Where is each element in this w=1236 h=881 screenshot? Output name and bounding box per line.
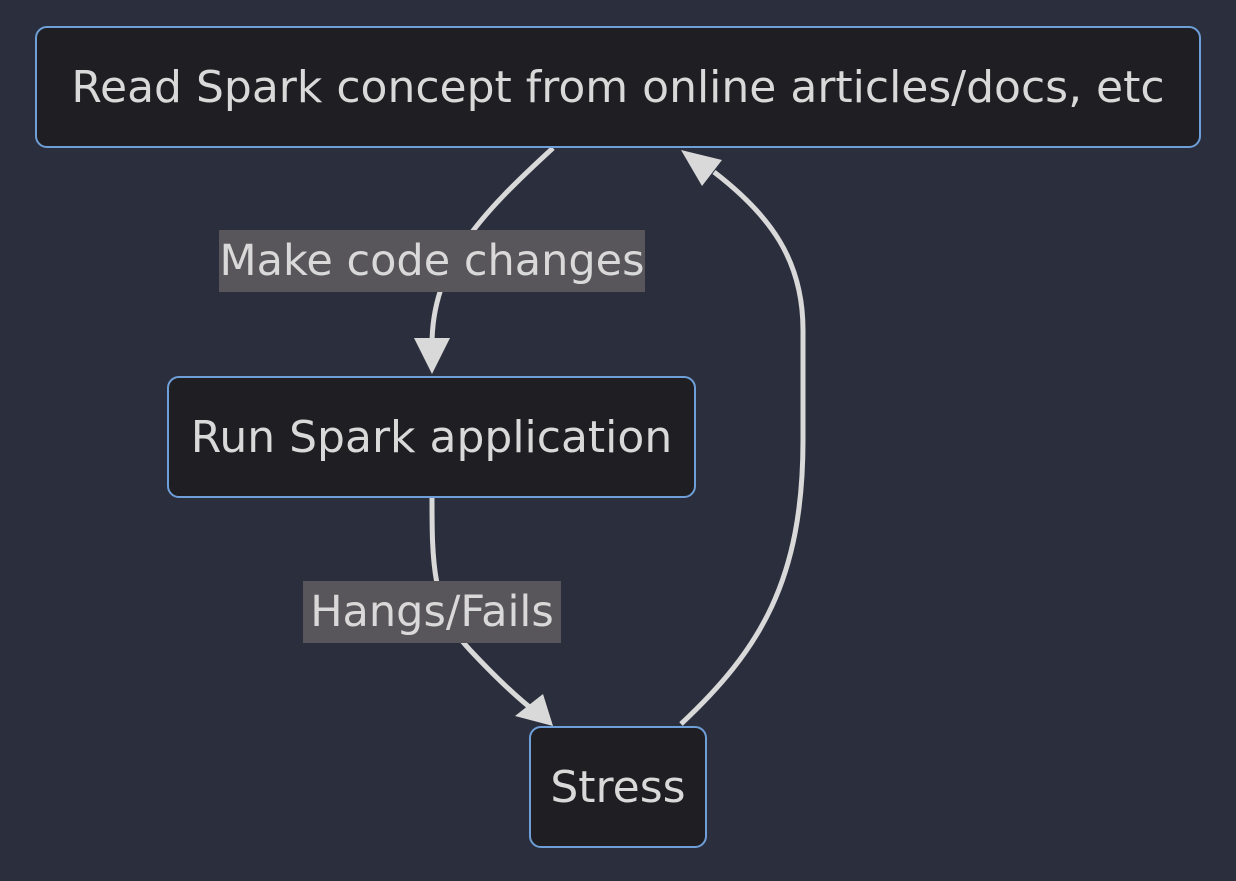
arrowhead-run — [414, 338, 450, 374]
edge-run-to-stress — [429, 497, 539, 715]
arrowhead-read — [681, 150, 722, 186]
edge-label-make-code-changes: Make code changes — [219, 230, 645, 292]
node-label: Stress — [550, 761, 686, 813]
node-label: Run Spark application — [190, 411, 673, 463]
node-read-spark-concept: Read Spark concept from online articles/… — [35, 26, 1201, 148]
node-run-spark-application: Run Spark application — [167, 376, 696, 498]
node-label: Read Spark concept from online articles/… — [71, 61, 1165, 113]
edge-label-text: Hangs/Fails — [310, 587, 554, 637]
arrowhead-stress — [515, 694, 553, 726]
edge-label-text: Make code changes — [219, 236, 645, 286]
node-stress: Stress — [529, 726, 707, 848]
edge-label-hangs-fails: Hangs/Fails — [303, 581, 561, 643]
edge-stress-to-read — [679, 170, 806, 726]
